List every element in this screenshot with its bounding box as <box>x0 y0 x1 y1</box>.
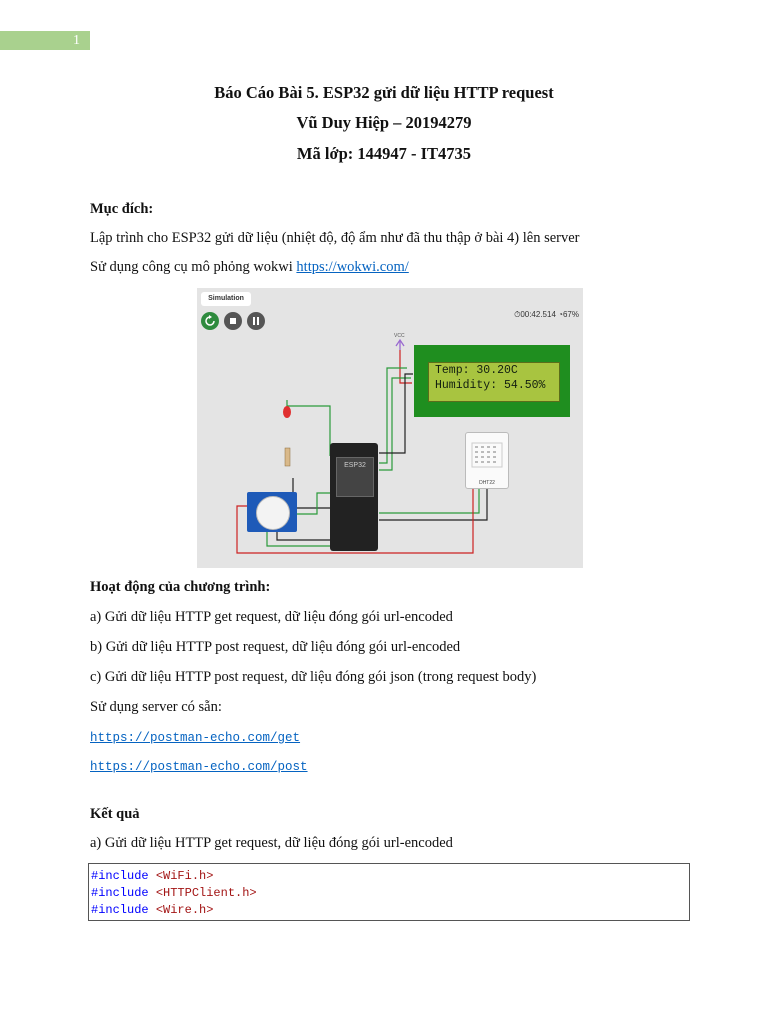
report-title: Báo Cáo Bài 5. ESP32 gửi dữ liệu HTTP re… <box>214 83 554 102</box>
results-item-a: a) Gửi dữ liệu HTTP get request, dữ liệu… <box>90 835 453 851</box>
include-keyword: #include <box>91 903 149 917</box>
include-file: <HTTPClient.h> <box>155 886 257 900</box>
include-file: <Wire.h> <box>155 903 214 917</box>
lcd-line-2: Humidity: 54.50% <box>435 379 546 392</box>
server-post-link[interactable]: https://postman-echo.com/post <box>90 760 308 774</box>
restart-button <box>201 312 219 330</box>
operation-item-a: a) Gửi dữ liệu HTTP get request, dữ liệu… <box>90 609 453 625</box>
pause-icon <box>253 317 259 325</box>
resistor <box>284 447 291 467</box>
code-line: #include <Wire.h> <box>91 902 689 919</box>
operation-item-c: c) Gửi dữ liệu HTTP post request, dữ liệ… <box>90 669 537 685</box>
esp32-chip: ESP32 <box>336 457 374 497</box>
dht22-sensor: DHT22 <box>465 432 509 489</box>
server-text: Sử dụng server có sẵn: <box>90 699 222 715</box>
code-block: #include <WiFi.h> #include <HTTPClient.h… <box>88 863 690 921</box>
include-keyword: #include <box>91 886 149 900</box>
class-code-line: Mã lớp: 144947 - IT4735 <box>296 144 472 163</box>
esp32-label: ESP32 <box>344 462 366 469</box>
results-heading: Kết quả <box>90 806 140 822</box>
stop-button <box>224 312 242 330</box>
vcc-label: VCC <box>394 333 405 339</box>
lcd-display: Temp: 30.20C Humidity: 54.50% <box>414 345 570 417</box>
include-file: <WiFi.h> <box>155 869 214 883</box>
circuit-wires: VCC <box>236 333 488 554</box>
lcd-screen: Temp: 30.20C Humidity: 54.50% <box>428 362 560 402</box>
restart-icon <box>205 315 215 326</box>
pir-dome <box>256 496 290 530</box>
wokwi-simulation-image: Simulation ⏱00:42.514 ◔67% VCC Temp: 30.… <box>197 288 583 568</box>
operation-item-b: b) Gửi dữ liệu HTTP post request, dữ liệ… <box>90 639 461 655</box>
pause-button <box>247 312 265 330</box>
author-line: Vũ Duy Hiệp – 20194279 <box>296 113 472 132</box>
purpose-heading: Mục đích: <box>90 201 154 217</box>
purpose-line-2-text: Sử dụng công cụ mô phỏng wokwi <box>90 259 297 275</box>
dht22-label: DHT22 <box>479 480 495 486</box>
speed-icon: ◔ <box>558 310 563 319</box>
purpose-line-1: Lập trình cho ESP32 gửi dữ liệu (nhiệt đ… <box>90 230 580 246</box>
purpose-line-2: Sử dụng công cụ mô phỏng wokwi https://w… <box>90 259 409 276</box>
lcd-line-1: Temp: 30.20C <box>435 364 518 377</box>
include-keyword: #include <box>91 869 149 883</box>
timer-value: 00:42.514 <box>520 310 556 319</box>
esp32-board: ESP32 <box>330 443 378 551</box>
page-number: 1 <box>0 31 90 50</box>
wokwi-link[interactable]: https://wokwi.com/ <box>296 259 409 275</box>
code-line: #include <WiFi.h> <box>91 868 689 885</box>
code-line: #include <HTTPClient.h> <box>91 885 689 902</box>
red-led <box>283 406 291 418</box>
pir-sensor <box>247 492 297 532</box>
operation-heading: Hoạt động của chương trình: <box>90 579 271 595</box>
speed-value: 67% <box>562 310 579 319</box>
sensor-grid-icon <box>471 442 503 468</box>
stopwatch-icon: ⏱ <box>514 310 521 319</box>
stop-icon <box>230 318 236 324</box>
server-get-link[interactable]: https://postman-echo.com/get <box>90 731 301 745</box>
simulation-timer: ⏱00:42.514 ◔67% <box>514 310 579 320</box>
simulation-tab: Simulation <box>201 292 251 306</box>
